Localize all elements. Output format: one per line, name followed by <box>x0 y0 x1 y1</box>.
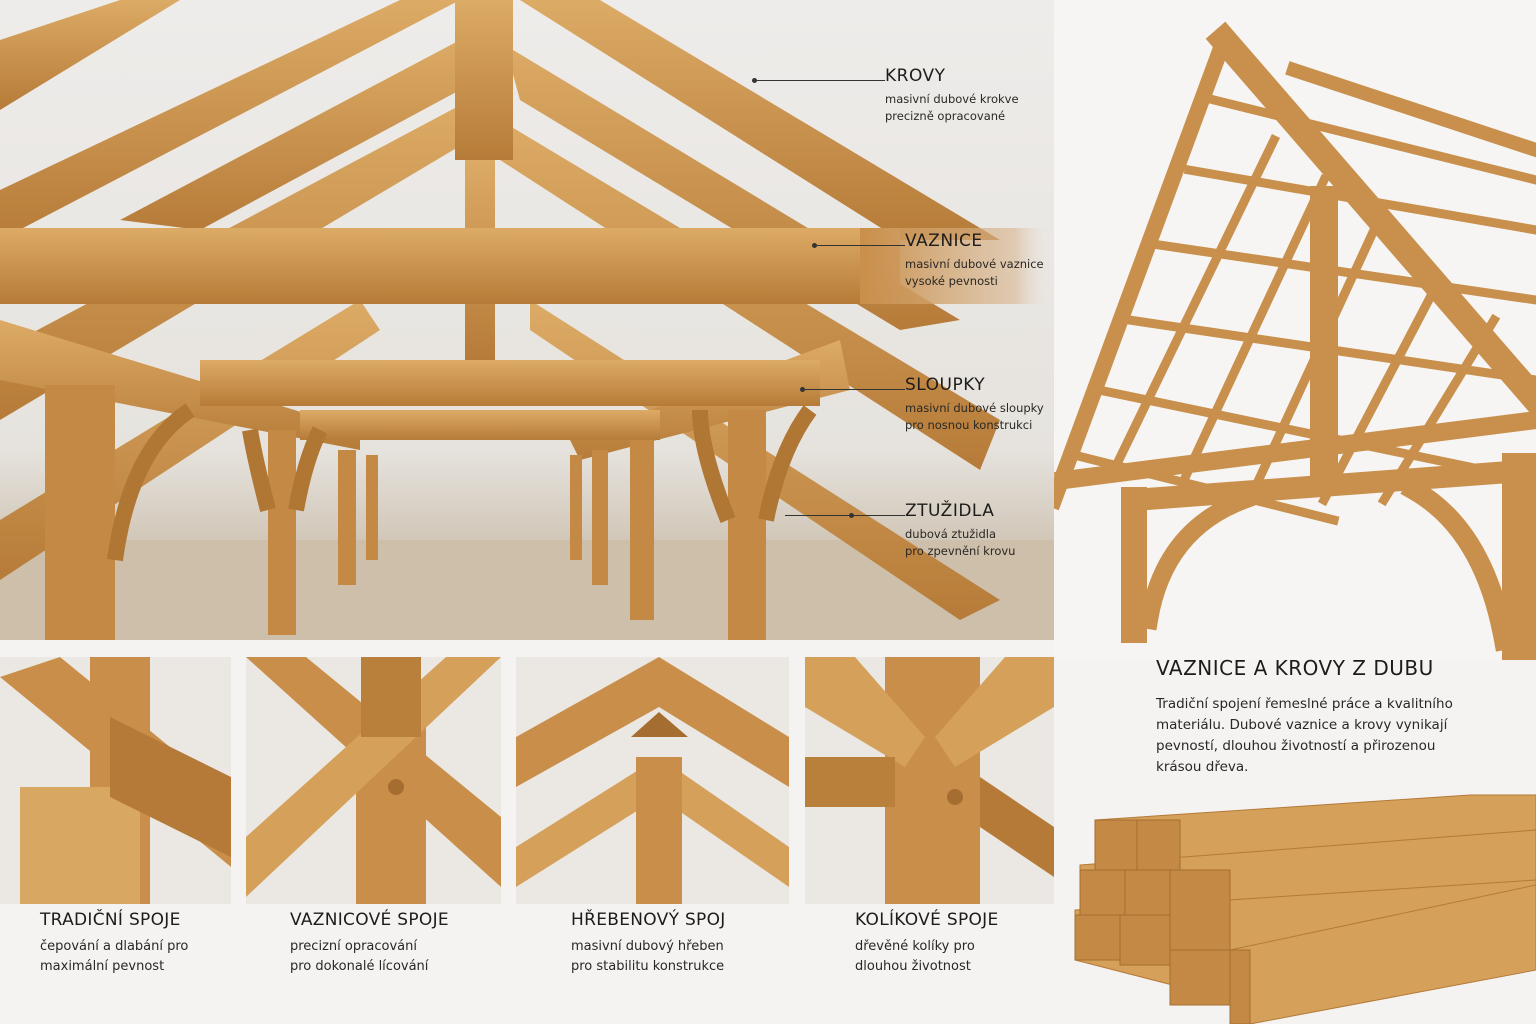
joint-caption-purlin: VAZNICOVÉ SPOJE precizní opracování pro d… <box>290 910 449 977</box>
callout-text: masivní dubové sloupky <box>905 401 1044 415</box>
joint-caption-ridge: HŘEBENOVÝ SPOJ masivní dubový hřeben pro … <box>571 910 726 977</box>
info-block: VAZNICE A KROVY Z DUBU Tradiční spojení … <box>1156 656 1456 778</box>
callout-ztuzidla: ZTUŽIDLA dubová ztužidla pro zpevnění kro… <box>785 501 1016 560</box>
callout-title: ZTUŽIDLA <box>905 501 995 521</box>
callout-text: pro zpevnění krovu <box>905 544 1016 558</box>
joint-text: precizní opracování <box>290 939 418 954</box>
joint-title: KOLÍKOVÉ SPOJE <box>855 910 999 930</box>
joint-image-ridge <box>516 657 789 904</box>
joint-title: HŘEBENOVÝ SPOJ <box>571 910 726 930</box>
joint-text: pro stabilitu konstrukce <box>571 959 725 974</box>
joint-caption-dowel: KOLÍKOVÉ SPOJE dřevěné kolíky pro dlouhou… <box>855 910 999 977</box>
roof-frame-illustration <box>1054 21 1536 660</box>
joint-title: VAZNICOVÉ SPOJE <box>290 910 449 930</box>
timber-stack-image <box>1070 790 1536 1024</box>
callout-sloupky: SLOUPKY masivní dubové sloupky pro nosnou… <box>800 375 1044 434</box>
joint-text: dřevěné kolíky pro <box>855 939 975 954</box>
callout-text: masivní dubové krokve <box>885 92 1019 106</box>
callout-title: SLOUPKY <box>905 375 986 395</box>
callout-text: vysoké pevnosti <box>905 274 998 288</box>
joint-image-dowel <box>805 657 1054 904</box>
callout-title: KROVY <box>885 66 946 86</box>
joint-text: čepování a dlabání pro <box>40 939 189 954</box>
callout-text: precizně opracované <box>885 109 1006 123</box>
callout-text: dubová ztužidla <box>905 527 997 541</box>
joint-image-traditional <box>0 657 231 904</box>
callout-text: masivní dubové vaznice <box>905 257 1044 271</box>
joint-image-purlin <box>246 657 501 904</box>
joint-caption-traditional: TRADIČNÍ SPOJE čepování a dlabání pro max… <box>40 910 188 977</box>
joint-text: masivní dubový hřeben <box>571 939 724 954</box>
attic-structure-image: KROVY masivní dubové krokve precizně opra… <box>0 0 1054 640</box>
callout-vaznice: VAZNICE masivní dubové vaznice vysoké pev… <box>812 231 1044 290</box>
info-title: VAZNICE A KROVY Z DUBU <box>1156 656 1434 680</box>
roof-frame-image <box>1054 0 1536 660</box>
joint-text: dlouhou životnost <box>855 959 971 974</box>
joint-text: maximální pevnost <box>40 959 165 974</box>
callout-title: VAZNICE <box>905 231 983 251</box>
attic-illustration <box>0 0 1054 640</box>
joint-title: TRADIČNÍ SPOJE <box>40 910 181 930</box>
info-text: Tradiční spojení řemeslné práce a kvalit… <box>1156 696 1453 775</box>
joint-text: pro dokonalé lícování <box>290 959 429 974</box>
callout-text: pro nosnou konstrukci <box>905 418 1033 432</box>
callout-krovy: KROVY masivní dubové krokve precizně opra… <box>752 66 1019 125</box>
